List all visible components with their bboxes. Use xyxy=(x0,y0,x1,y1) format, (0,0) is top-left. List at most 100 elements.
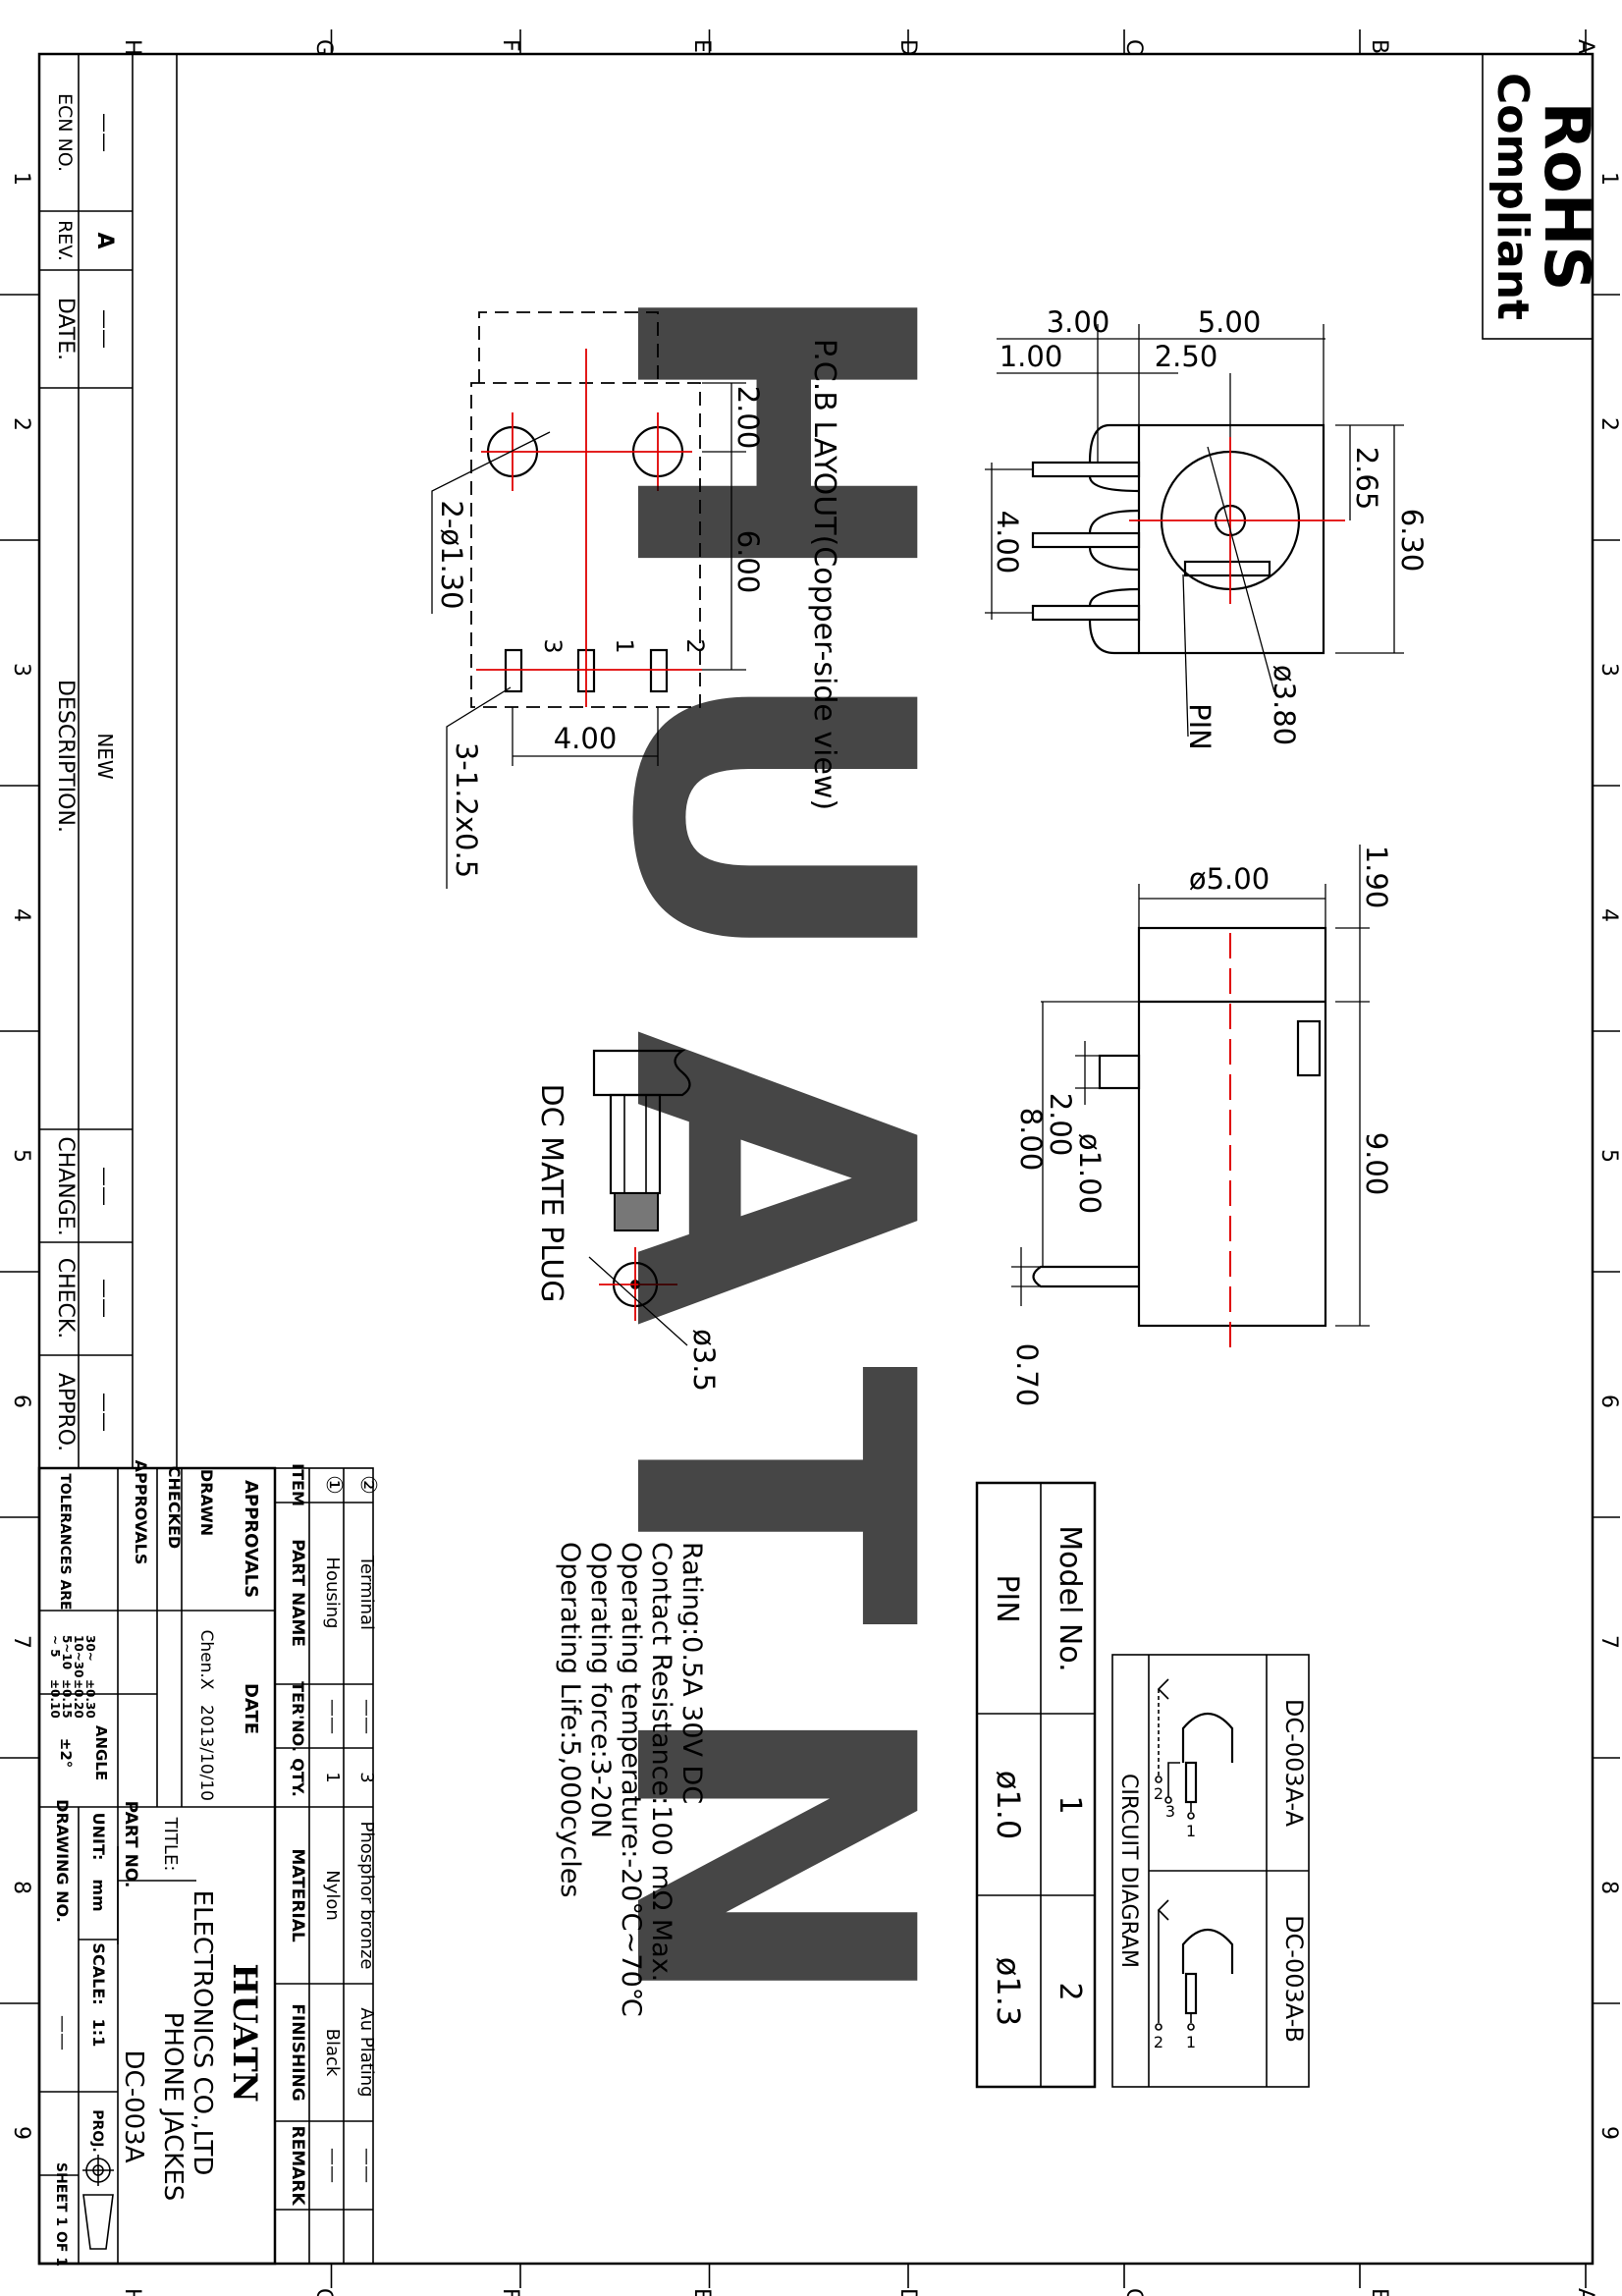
pcb-holes-callout: 2-ø1.30 xyxy=(435,500,468,609)
bom-header-remark: REMARK xyxy=(288,2125,307,2206)
bom-row1-ter: —— xyxy=(356,1699,377,1734)
tb-tol-value-2: ±0.20 xyxy=(72,1679,85,1719)
rev-header-description: DESCRIPTION. xyxy=(53,680,78,833)
zone-letter-e-bottom: E xyxy=(689,2288,714,2296)
zone-number-1-right: 1 xyxy=(1596,172,1621,186)
bom-row2-item: ① xyxy=(321,1475,346,1495)
zone-number-5-right: 5 xyxy=(1596,1149,1621,1163)
spec-line-4: Operating force:3-20N xyxy=(585,1542,616,1838)
circuit-a-pin-1: 1 xyxy=(1186,1822,1196,1840)
dc-mate-plug: DC MATE PLUG ø3.5 xyxy=(534,1049,721,1392)
pcb-slots-callout: 3-1.2x0.5 xyxy=(450,742,483,878)
bom-row1-part: Terminal xyxy=(356,1555,377,1630)
mate-plug-label: DC MATE PLUG xyxy=(534,1084,568,1303)
bom-row2-ter: —— xyxy=(322,1699,343,1734)
tb-scale-value: 1:1 xyxy=(89,2019,108,2048)
zone-number-2-left: 2 xyxy=(9,417,33,431)
pcb-dim-2-00: 2.00 xyxy=(731,386,765,450)
zone-number-8-left: 8 xyxy=(9,1881,33,1894)
tb-tol-range-3: 5~10 xyxy=(60,1635,74,1669)
zone-letter-g-bottom: G xyxy=(311,2288,336,2296)
side-dim-2-00: 2.00 xyxy=(1044,1093,1077,1157)
front-view: 3.00 5.00 1.00 2.50 2.65 6.30 4.00 ø3.80… xyxy=(985,305,1429,750)
bom-header-ter: TER'NO. xyxy=(289,1681,307,1752)
tb-unit-label: UNIT: xyxy=(89,1813,108,1861)
tb-title-label: TITLE: xyxy=(160,1817,181,1872)
spec-line-2: Contact Resistance:100 mΩ Max. xyxy=(646,1542,676,1982)
front-dim-dia-3-80: ø3.80 xyxy=(1268,665,1301,745)
tb-tol-range-1: 30~ xyxy=(83,1635,97,1662)
rohs-title: RoHS xyxy=(1530,102,1602,292)
zone-number-9-left: 9 xyxy=(9,2126,33,2140)
zone-number-3-left: 3 xyxy=(9,663,33,677)
bom-row2-qty: 1 xyxy=(322,1772,343,1782)
zone-number-4-right: 4 xyxy=(1596,908,1621,922)
circuit-title: CIRCUIT DIAGRAM xyxy=(1116,1774,1141,1968)
bom-row2-material: Nylon xyxy=(322,1870,343,1921)
model-pin-table: Model No. PIN 1 2 ø1.0 ø1.3 xyxy=(975,1481,1097,2089)
spec-line-3: Operating temperature:-20℃~70℃ xyxy=(616,1542,646,2017)
pcb-layout: 3 1 2 4.00 2.00 6.00 2-ø1.30 3-1.2x0.5 P… xyxy=(431,311,841,889)
zone-number-8-right: 8 xyxy=(1596,1881,1621,1894)
rev-appro-value: —— xyxy=(93,1393,117,1432)
tb-angle-label: ANGLE xyxy=(92,1725,110,1780)
circuit-model-a: DC-003A-A xyxy=(1280,1699,1308,1828)
rohs-subtitle: Compliant xyxy=(1487,73,1538,320)
bom-row1-material: Phosphor bronze xyxy=(356,1822,377,1970)
pcb-layout-title: P.C.B LAYOUT(Copper-side view) xyxy=(807,339,841,810)
tb-angle-value: ±2° xyxy=(57,1738,75,1769)
tb-tol-value-4: ±0.10 xyxy=(48,1679,62,1719)
zone-letter-b-top: B xyxy=(1367,39,1391,54)
watermark: HUATN xyxy=(548,272,994,2084)
mate-plug-dim: ø3.5 xyxy=(687,1329,721,1392)
side-dim-8-00: 8.00 xyxy=(1014,1108,1048,1172)
pcb-dim-6-00: 6.00 xyxy=(731,530,765,594)
tb-tol-range-2: 10~30 xyxy=(72,1635,85,1677)
bom-header-part: PART NAME xyxy=(288,1539,307,1647)
zone-number-6-left: 6 xyxy=(9,1394,33,1408)
tb-drawn-date: 2013/10/10 xyxy=(196,1705,216,1801)
bom-row1-item: ② xyxy=(355,1475,380,1495)
circuit-model-b: DC-003A-B xyxy=(1280,1915,1308,2043)
bom-row1-qty: 3 xyxy=(356,1772,377,1782)
revision-block: ECN NO. REV. DATE. DESCRIPTION. CHANGE. … xyxy=(38,54,178,1469)
rev-header-ecn: ECN NO. xyxy=(54,93,76,172)
front-dim-1-00: 1.00 xyxy=(1000,340,1063,373)
bom-row1-remark: —— xyxy=(356,2148,377,2183)
tb-part-label: PART NO. xyxy=(121,1801,140,1888)
front-pin-label: PIN xyxy=(1183,703,1216,750)
tb-drawn-by: Chen.X xyxy=(196,1630,216,1690)
zone-letter-h-top: H xyxy=(120,39,144,56)
rev-header-appro: APPRO. xyxy=(53,1373,78,1451)
side-dim-0-70: 0.70 xyxy=(1010,1343,1044,1407)
tb-company-name: ELECTRONICS CO.,LTD xyxy=(188,1890,217,2176)
zone-number-3-right: 3 xyxy=(1596,663,1621,677)
tb-approvals-header: APPROVALS xyxy=(241,1480,261,1598)
bom-header-material: MATERIAL xyxy=(288,1848,307,1942)
zone-number-9-right: 9 xyxy=(1596,2126,1621,2140)
zone-number-6-right: 6 xyxy=(1596,1394,1621,1408)
side-dim-1-90: 1.90 xyxy=(1360,846,1393,909)
front-dim-6-30: 6.30 xyxy=(1395,509,1429,573)
bom-row2-remark: —— xyxy=(322,2148,343,2183)
tb-unit-value: mm xyxy=(89,1879,108,1911)
zone-letter-c-top: C xyxy=(1121,39,1146,54)
zone-number-5-left: 5 xyxy=(9,1149,33,1163)
title-block: APPROVALS DATE DRAWN Chen.X 2013/10/10 C… xyxy=(37,1460,277,2267)
zone-letter-a-top: A xyxy=(1573,39,1597,54)
bom-row2-part: Housing xyxy=(322,1557,343,1628)
projection-symbol xyxy=(82,2155,114,2250)
rev-ecn-value: —— xyxy=(93,113,117,152)
circuit-diagram: DC-003A-A DC-003A-B CIRCUIT DIAGRAM 1 3 … xyxy=(1111,1654,1310,2088)
spec-line-1: Rating:0.5A 30V DC xyxy=(676,1542,707,1804)
tb-drawing-no: —— xyxy=(52,2015,73,2050)
zone-letter-f-bottom: F xyxy=(498,2288,522,2296)
tb-checked-label: CHECKED xyxy=(165,1466,184,1549)
front-dim-2-50: 2.50 xyxy=(1155,340,1218,373)
model-table-model-2: 2 xyxy=(1053,1982,1087,2000)
rohs-logo: RoHS Compliant xyxy=(1482,53,1602,340)
drawing-border: AABBCCDDEEFFGGHH112233445566778899 xyxy=(0,29,1621,2296)
zone-number-7-left: 7 xyxy=(9,1635,33,1649)
circuit-a-pin-3: 3 xyxy=(1165,1802,1175,1821)
